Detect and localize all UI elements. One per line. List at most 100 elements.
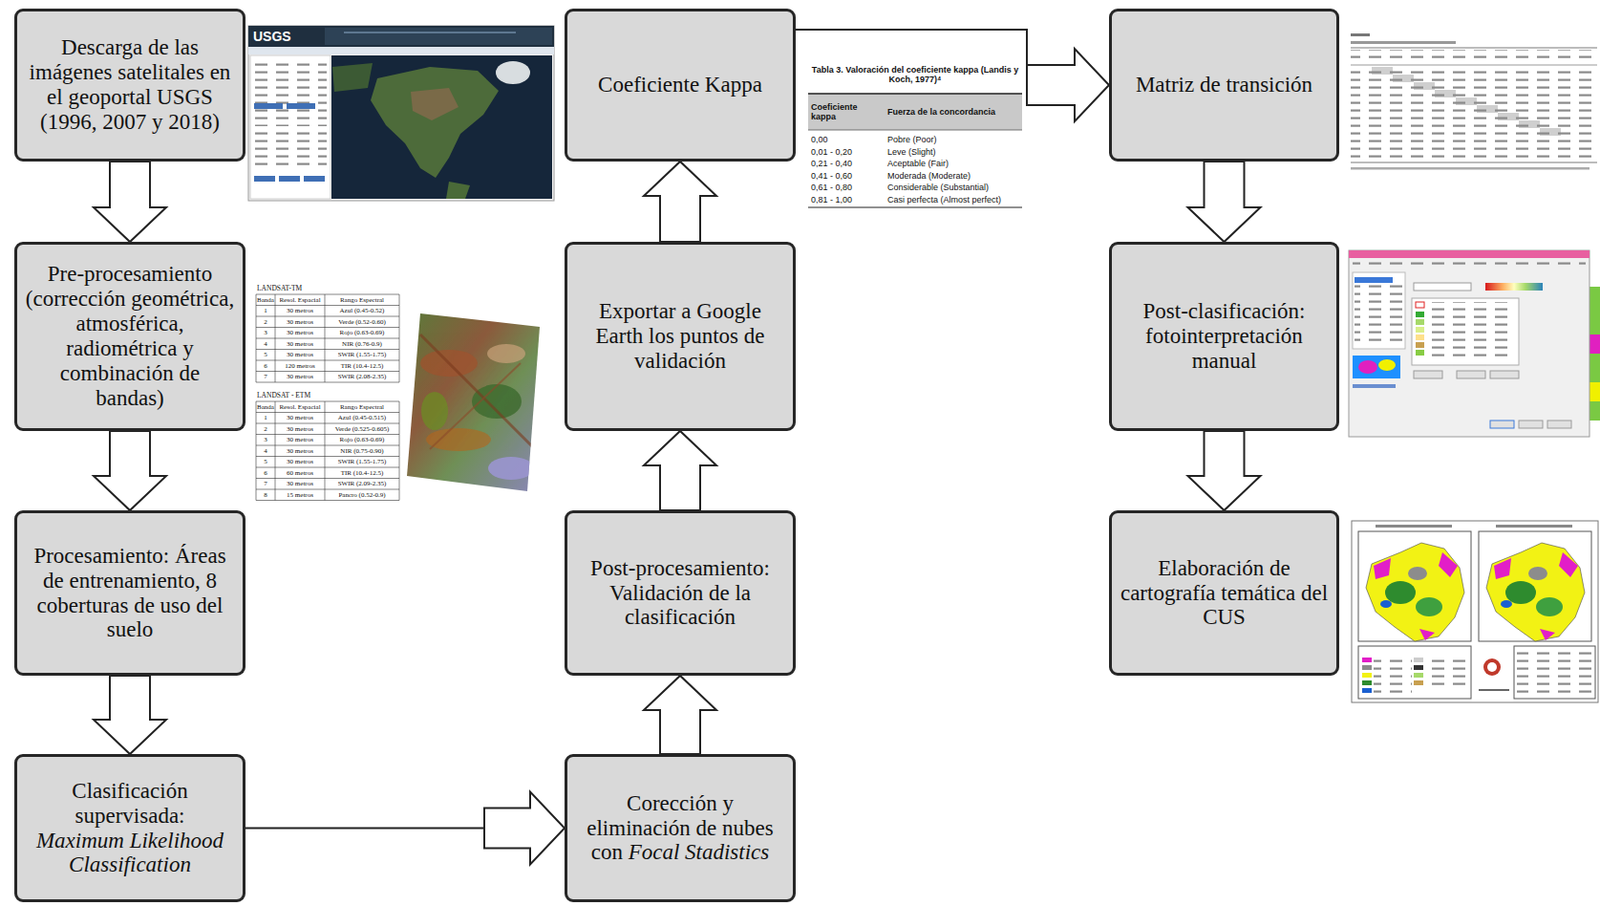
box-text: Post-clasificación: fotointerpretación m… bbox=[1119, 298, 1329, 374]
table-cell: 30 metros bbox=[275, 478, 325, 491]
block-arrow bbox=[643, 430, 717, 511]
flow-arrow bbox=[643, 161, 717, 242]
table-cell: Aceptable (Fair) bbox=[886, 157, 1023, 171]
table-title: Tabla 3. Valoración del coeficiente kapp… bbox=[808, 59, 1023, 90]
table-cell: 6 bbox=[256, 467, 276, 479]
box-text: Pre-procesamiento (corrección geométrica… bbox=[24, 261, 235, 411]
block-arrow bbox=[1026, 48, 1110, 122]
process-box: Post-procesamiento: Validación de la cla… bbox=[564, 510, 796, 676]
table-cell: 7 bbox=[256, 371, 276, 384]
block-arrow bbox=[93, 161, 167, 242]
flow-arrow bbox=[245, 791, 565, 865]
table-cell: Banda bbox=[256, 294, 276, 306]
transition-matrix-picture bbox=[1346, 30, 1600, 179]
process-box: Coeficiente Kappa bbox=[564, 8, 796, 162]
table-cell: 5 bbox=[256, 349, 276, 362]
process-box: Pre-procesamiento (corrección geométrica… bbox=[14, 241, 246, 431]
flow-arrow bbox=[93, 675, 167, 754]
box-text: Matriz de transición bbox=[1119, 72, 1329, 98]
table-cell: 120 metros bbox=[275, 360, 325, 372]
table-cell: Verde (0.525-0.605) bbox=[324, 423, 400, 435]
box-text: Elaboración de cartografía temática del … bbox=[1119, 555, 1329, 631]
box-content: Pre-procesamiento (corrección geométrica… bbox=[24, 261, 235, 411]
table-cell: 0,01 - 0,20 bbox=[810, 146, 885, 159]
process-box: Matriz de transición bbox=[1109, 8, 1340, 162]
table-cell: SWIR (2.08-2.35) bbox=[324, 371, 400, 384]
table-cell: 0,41 - 0,60 bbox=[810, 170, 885, 183]
block-arrow bbox=[1188, 430, 1261, 511]
table-cell: Banda bbox=[256, 401, 276, 413]
table-cell: 3 bbox=[256, 327, 276, 340]
box-text: Post-procesamiento: Validación de la cla… bbox=[575, 555, 786, 631]
usgs-screenshot bbox=[248, 25, 555, 201]
table-cell: 30 metros bbox=[275, 327, 325, 340]
dialog-picture bbox=[1348, 250, 1600, 437]
table-cell: 30 metros bbox=[275, 338, 325, 350]
table-cell: 0,21 - 0,40 bbox=[810, 157, 885, 171]
table-cell: TIR (10.4-12.5) bbox=[324, 360, 400, 372]
process-box: Exportar a Google Earth los puntos de va… bbox=[564, 241, 796, 431]
flow-arrow bbox=[93, 161, 167, 242]
block-arrow bbox=[484, 791, 565, 865]
box-content: Post-clasificación: fotointerpretación m… bbox=[1119, 298, 1329, 374]
flow-arrow bbox=[1188, 161, 1261, 242]
process-box: Clasificación supervisada:Maximum Likeli… bbox=[14, 753, 246, 902]
table-cell: 30 metros bbox=[275, 412, 325, 425]
table-cell: 2 bbox=[256, 316, 276, 328]
table-cell: NIR (0.75-0.90) bbox=[324, 445, 400, 457]
kappa-table-rules bbox=[808, 93, 1023, 208]
table-cell: 30 metros bbox=[275, 456, 325, 469]
table-cell: Azul (0.45-0.515) bbox=[324, 412, 400, 425]
table-cell: 4 bbox=[256, 445, 276, 457]
table-cell: 30 metros bbox=[275, 349, 325, 362]
box-content: Post-procesamiento: Validación de la cla… bbox=[575, 555, 786, 631]
table-cell: Pancro (0.52-0.9) bbox=[324, 489, 400, 501]
box-text: Focal Stadistics bbox=[628, 839, 770, 864]
table-cell: Moderada (Moderate) bbox=[886, 170, 1023, 183]
process-box: Elaboración de cartografía temática del … bbox=[1109, 510, 1340, 676]
box-text: Procesamiento: Áreas de entrenamiento, 8… bbox=[24, 543, 235, 643]
table-cell: Coeficiente kappa bbox=[810, 94, 885, 129]
table-cell: 8 bbox=[256, 489, 276, 501]
table-cell: 30 metros bbox=[275, 305, 325, 318]
table-cell: 4 bbox=[256, 338, 276, 350]
box-text: Coeficiente Kappa bbox=[575, 72, 786, 98]
block-arrow bbox=[643, 161, 717, 242]
table-cell: 30 metros bbox=[275, 371, 325, 384]
table-cell: 30 metros bbox=[275, 445, 325, 457]
block-arrow bbox=[643, 675, 717, 754]
table-cell: 30 metros bbox=[275, 423, 325, 435]
table-cell: 0,61 - 0,80 bbox=[810, 181, 885, 194]
table-cell: LANDSAT-TM bbox=[256, 283, 400, 294]
process-box: Descarga de las imágenes satelitales en … bbox=[14, 8, 246, 162]
box-text: Descarga de las imágenes satelitales en … bbox=[24, 35, 235, 135]
maps-picture bbox=[1351, 520, 1599, 703]
flow-arrow bbox=[1188, 430, 1261, 511]
box-content: Corección y eliminación de nubes conFoca… bbox=[575, 790, 786, 866]
box-content: Matriz de transición bbox=[1119, 72, 1329, 98]
table-cell: 2 bbox=[256, 423, 276, 435]
box-content: Exportar a Google Earth los puntos de va… bbox=[575, 298, 786, 374]
table-cell: Rango Espectral bbox=[324, 294, 400, 306]
table-cell: Fuerza de la concordancia bbox=[886, 94, 1023, 129]
box-content: Clasificación supervisada:Maximum Likeli… bbox=[24, 778, 235, 878]
process-box: Corección y eliminación de nubes conFoca… bbox=[564, 753, 796, 902]
box-content: Procesamiento: Áreas de entrenamiento, 8… bbox=[24, 543, 235, 643]
satellite-image bbox=[406, 313, 540, 491]
logo-text: USGS bbox=[252, 27, 320, 45]
table-cell: NIR (0.76-0.9) bbox=[324, 338, 400, 350]
box-content: Elaboración de cartografía temática del … bbox=[1119, 555, 1329, 631]
table-cell: Rojo (0.63-0.69) bbox=[324, 327, 400, 340]
table-cell: 30 metros bbox=[275, 434, 325, 447]
table-cell: Considerable (Substantial) bbox=[886, 181, 1023, 194]
box-text: Exportar a Google Earth los puntos de va… bbox=[575, 298, 786, 374]
table-cell: Rojo (0.63-0.69) bbox=[324, 434, 400, 447]
table-cell: TIR (10.4-12.5) bbox=[324, 467, 400, 479]
table-cell: 60 metros bbox=[275, 467, 325, 479]
box-content: Coeficiente Kappa bbox=[575, 72, 786, 98]
flow-arrow bbox=[643, 675, 717, 754]
block-arrow bbox=[1188, 161, 1261, 242]
table-cell: Pobre (Poor) bbox=[886, 133, 1023, 147]
table-cell: 15 metros bbox=[275, 489, 325, 501]
